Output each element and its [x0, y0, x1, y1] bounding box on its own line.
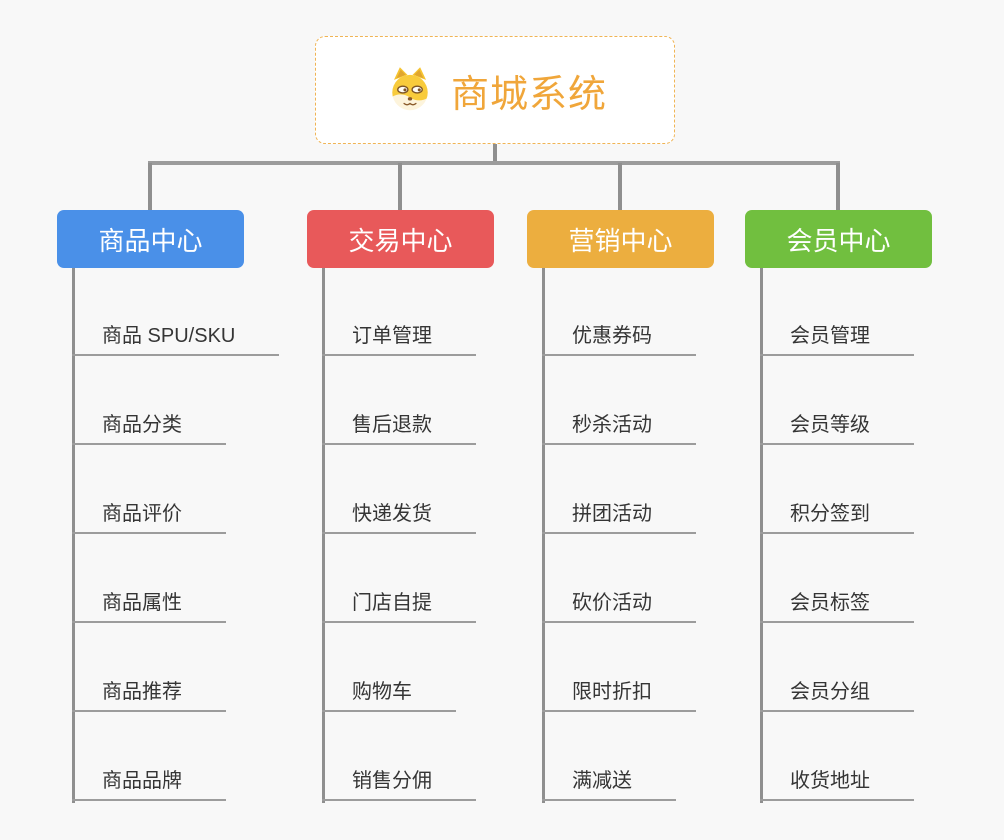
leaf-node[interactable]: 商品分类 — [72, 407, 226, 445]
branch-node-trade-center[interactable]: 交易中心 — [307, 210, 494, 268]
leaf-node[interactable]: 商品属性 — [72, 585, 226, 623]
connector-trunk-marketing — [542, 268, 545, 803]
leaf-node[interactable]: 订单管理 — [322, 318, 476, 356]
connector-trunk-product — [72, 268, 75, 803]
branch-node-product-center[interactable]: 商品中心 — [57, 210, 244, 268]
branch-node-marketing-center[interactable]: 营销中心 — [527, 210, 714, 268]
leaf-node[interactable]: 商品评价 — [72, 496, 226, 534]
leaf-node[interactable]: 砍价活动 — [542, 585, 696, 623]
leaf-node[interactable]: 优惠券码 — [542, 318, 696, 356]
connector-drop-marketing — [618, 163, 622, 210]
connector-bus — [148, 161, 840, 165]
connector-drop-product — [148, 163, 152, 210]
leaf-node[interactable]: 会员分组 — [760, 674, 914, 712]
leaf-node[interactable]: 门店自提 — [322, 585, 476, 623]
branch-column-member: 会员中心 会员管理 会员等级 积分签到 会员标签 会员分组 收货地址 — [745, 0, 985, 840]
leaf-node[interactable]: 秒杀活动 — [542, 407, 696, 445]
branch-node-member-center[interactable]: 会员中心 — [745, 210, 932, 268]
leaf-node[interactable]: 购物车 — [322, 674, 456, 712]
root-node-mall-system[interactable]: 商城系统 — [315, 36, 675, 144]
leaf-node[interactable]: 积分签到 — [760, 496, 914, 534]
branch-column-product: 商品中心 商品 SPU/SKU 商品分类 商品评价 商品属性 商品推荐 商品品牌 — [57, 0, 297, 840]
leaf-node[interactable]: 快递发货 — [322, 496, 476, 534]
leaf-node[interactable]: 商品 SPU/SKU — [72, 318, 280, 356]
leaf-node[interactable]: 满减送 — [542, 763, 676, 801]
connector-trunk-member — [760, 268, 763, 803]
leaf-node[interactable]: 售后退款 — [322, 407, 476, 445]
branch-column-trade: 交易中心 订单管理 售后退款 快递发货 门店自提 购物车 销售分佣 — [307, 0, 547, 840]
connector-root-stem — [493, 144, 497, 163]
leaf-node[interactable]: 商品品牌 — [72, 763, 226, 801]
leaf-node[interactable]: 收货地址 — [760, 763, 914, 801]
connector-drop-member — [836, 163, 840, 210]
leaf-node[interactable]: 拼团活动 — [542, 496, 696, 534]
connector-drop-trade — [398, 163, 402, 210]
dog-face-icon — [392, 67, 428, 111]
root-title: 商城系统 — [450, 73, 607, 116]
leaf-node[interactable]: 限时折扣 — [542, 674, 696, 712]
leaf-node[interactable]: 会员等级 — [760, 407, 914, 445]
branch-column-marketing: 营销中心 优惠券码 秒杀活动 拼团活动 砍价活动 限时折扣 满减送 — [527, 0, 767, 840]
leaf-node[interactable]: 会员管理 — [760, 318, 914, 356]
leaf-node[interactable]: 销售分佣 — [322, 763, 476, 801]
connector-trunk-trade — [322, 268, 325, 803]
leaf-node[interactable]: 会员标签 — [760, 585, 914, 623]
leaf-node[interactable]: 商品推荐 — [72, 674, 226, 712]
